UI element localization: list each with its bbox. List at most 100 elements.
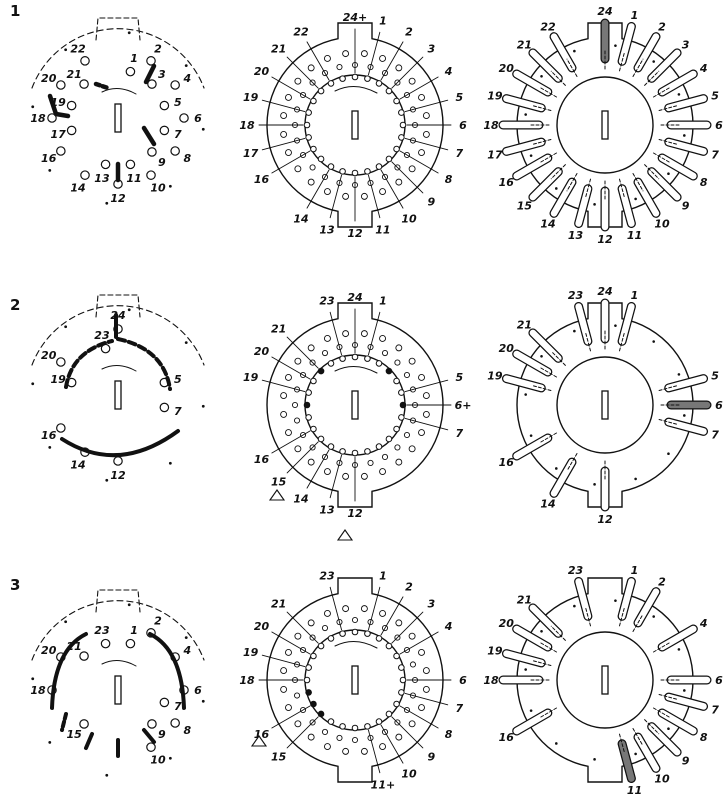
triangle-marker: [250, 735, 268, 747]
terminal-circle: [159, 697, 170, 708]
hidden-lug-line: [644, 164, 660, 180]
dot: [529, 154, 533, 157]
rotor-contact: [310, 700, 317, 708]
rotor-contact: [339, 168, 346, 175]
terminal-circle: [147, 719, 157, 729]
terminal-lead: [368, 31, 381, 76]
terminal-number: 7: [711, 149, 719, 162]
wafer-hole: [360, 747, 368, 755]
terminal-number: 10: [654, 218, 670, 231]
terminal-lead: [261, 138, 306, 151]
rotation-arrow: [334, 86, 378, 94]
hidden-lug-line: [584, 606, 592, 627]
rotor-contact: [317, 367, 325, 375]
rotor-contact: [364, 355, 371, 362]
terminal-number: 8: [183, 724, 191, 737]
terminal-lead: [368, 174, 381, 219]
terminal-number: 1: [130, 624, 138, 637]
terminal-number: 22: [293, 25, 309, 38]
wafer-hole: [321, 349, 329, 357]
hidden-lug-line: [644, 70, 660, 86]
terminal-number: 6: [715, 674, 723, 687]
hidden-lug-line: [566, 172, 578, 192]
rotor-contact: [385, 367, 393, 375]
terminal-number: 19: [243, 371, 259, 384]
rotor-contact: [310, 97, 317, 105]
wafer-hole: [422, 685, 430, 693]
wafer-hole: [379, 743, 387, 750]
figure-row-2: 224231920571614122412321201956+716151413…: [10, 285, 723, 526]
wafer-hole: [280, 130, 288, 138]
rotor-contact: [375, 163, 383, 170]
terminal-number: 7: [455, 427, 463, 440]
wafer-hole: [280, 667, 288, 675]
wafer-hole: [379, 468, 387, 475]
wafer-hole: [285, 704, 292, 712]
hidden-lug-line: [531, 384, 552, 392]
hidden-lug-line: [632, 727, 644, 747]
terminal-number: 10: [150, 181, 166, 194]
wafer-hole: [409, 661, 417, 668]
dot: [48, 445, 52, 449]
terminal-number: 19: [487, 369, 503, 382]
dot: [105, 773, 109, 777]
rotor-contact: [375, 80, 383, 87]
wafer-hole: [379, 335, 387, 342]
terminal-lead: [391, 716, 424, 749]
bridge-bar: [53, 111, 71, 119]
dot: [667, 172, 670, 176]
bridge-arc: [50, 632, 88, 710]
bridge-bar: [143, 63, 157, 85]
terminal-number: 4: [444, 65, 453, 78]
terminal-number: 9: [428, 195, 436, 208]
wafer-hole: [309, 164, 316, 171]
terminal-number: 17: [243, 147, 259, 160]
terminal-lead: [391, 611, 424, 644]
hidden-lug-line: [652, 152, 672, 164]
dot: [201, 699, 205, 703]
hidden-lug-line: [652, 707, 672, 719]
rotor-contact: [399, 121, 407, 129]
dot: [683, 134, 686, 137]
wafer-outline: [266, 577, 444, 783]
terminal-circle: [100, 638, 111, 649]
wafer-hole: [395, 178, 403, 186]
rotor-contact: [305, 414, 312, 421]
terminal-lead: [399, 150, 439, 174]
terminal-number: 12: [110, 469, 126, 482]
terminal-circle: [147, 147, 157, 157]
hidden-lug-line: [538, 366, 558, 378]
hidden-lug-line: [658, 384, 679, 392]
wafer-hole: [285, 149, 292, 157]
terminal-circle: [170, 718, 180, 728]
terminal-number: 6+: [455, 399, 472, 412]
rotor-contact: [305, 389, 312, 396]
bridge-bar: [60, 712, 68, 732]
wafer-hole: [280, 410, 288, 418]
wafer-hole: [422, 667, 430, 675]
dot: [634, 197, 637, 201]
bridge-arc: [60, 429, 180, 458]
terminal-lead: [368, 586, 381, 631]
rotor-contact: [339, 448, 346, 455]
terminal-number: 18: [30, 684, 46, 697]
rotor-contact: [327, 718, 335, 725]
terminal-circle: [79, 651, 89, 661]
terminal-number: 1: [631, 564, 639, 577]
terminal-circle: [159, 100, 170, 111]
terminal-lead: [399, 705, 439, 729]
terminal-number: 16: [41, 152, 57, 165]
terminal-number: 6: [715, 399, 723, 412]
terminal-number: 7: [174, 128, 182, 141]
terminal-number: 12: [347, 227, 363, 240]
rotor-contact: [310, 377, 317, 385]
wafer-hole: [294, 165, 302, 173]
terminal-number: 14: [70, 181, 85, 194]
row-number: 3: [10, 576, 20, 594]
terminal-number: 17: [50, 128, 66, 141]
terminal-lead: [286, 336, 319, 369]
rotor-contact: [317, 155, 325, 163]
terminal-number: 13: [568, 229, 584, 242]
